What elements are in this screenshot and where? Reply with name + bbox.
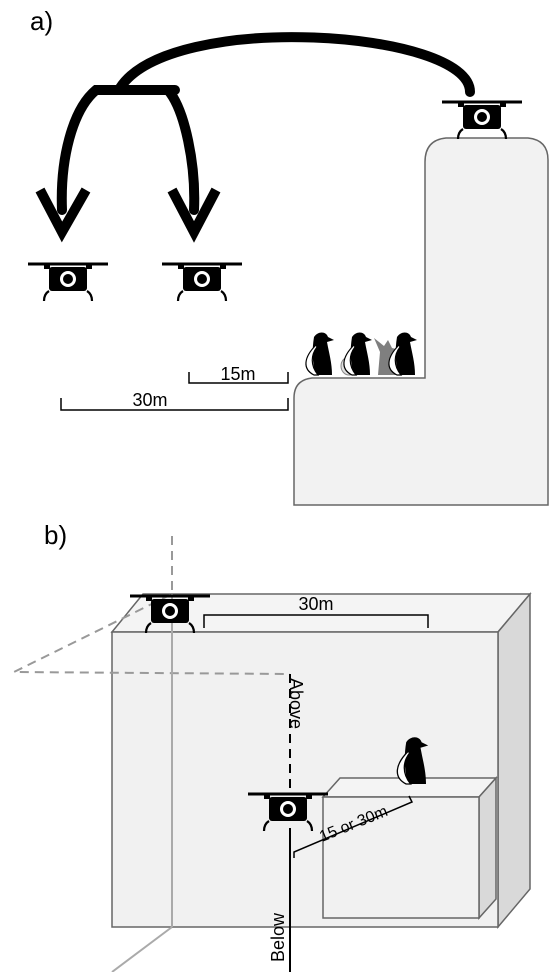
- drone-icon: [160, 262, 244, 303]
- below-label: Below: [268, 912, 288, 962]
- scale-bar-30m: [60, 398, 289, 411]
- seabird-icon: [343, 331, 373, 376]
- arrow-head-right: [167, 187, 221, 243]
- seabird-icon: [388, 331, 418, 376]
- cliff-a: [293, 137, 549, 506]
- ledge-side-face: [478, 776, 497, 920]
- scale-label-30m-b: 30m: [298, 594, 333, 614]
- drone-icon: [26, 262, 110, 303]
- panel-a-label: a): [30, 6, 53, 36]
- drone-icon: [440, 100, 524, 141]
- offset-bar: [293, 795, 414, 858]
- above-label: Above: [286, 678, 306, 729]
- scale-label-30m: 30m: [132, 390, 167, 410]
- cliff-side-face: [497, 591, 531, 930]
- arrow-head-left: [35, 187, 91, 243]
- seabird-colony: [305, 331, 418, 376]
- scale-label-15m: 15m: [220, 364, 255, 384]
- flight-path-arrows: [56, 32, 475, 215]
- scale-bar-30m-b: [203, 614, 429, 628]
- scale-bar-15m: [188, 372, 289, 384]
- seabird-icon: [305, 331, 335, 376]
- panel-b-label: b): [44, 520, 67, 550]
- ledge-front-face: [322, 796, 480, 919]
